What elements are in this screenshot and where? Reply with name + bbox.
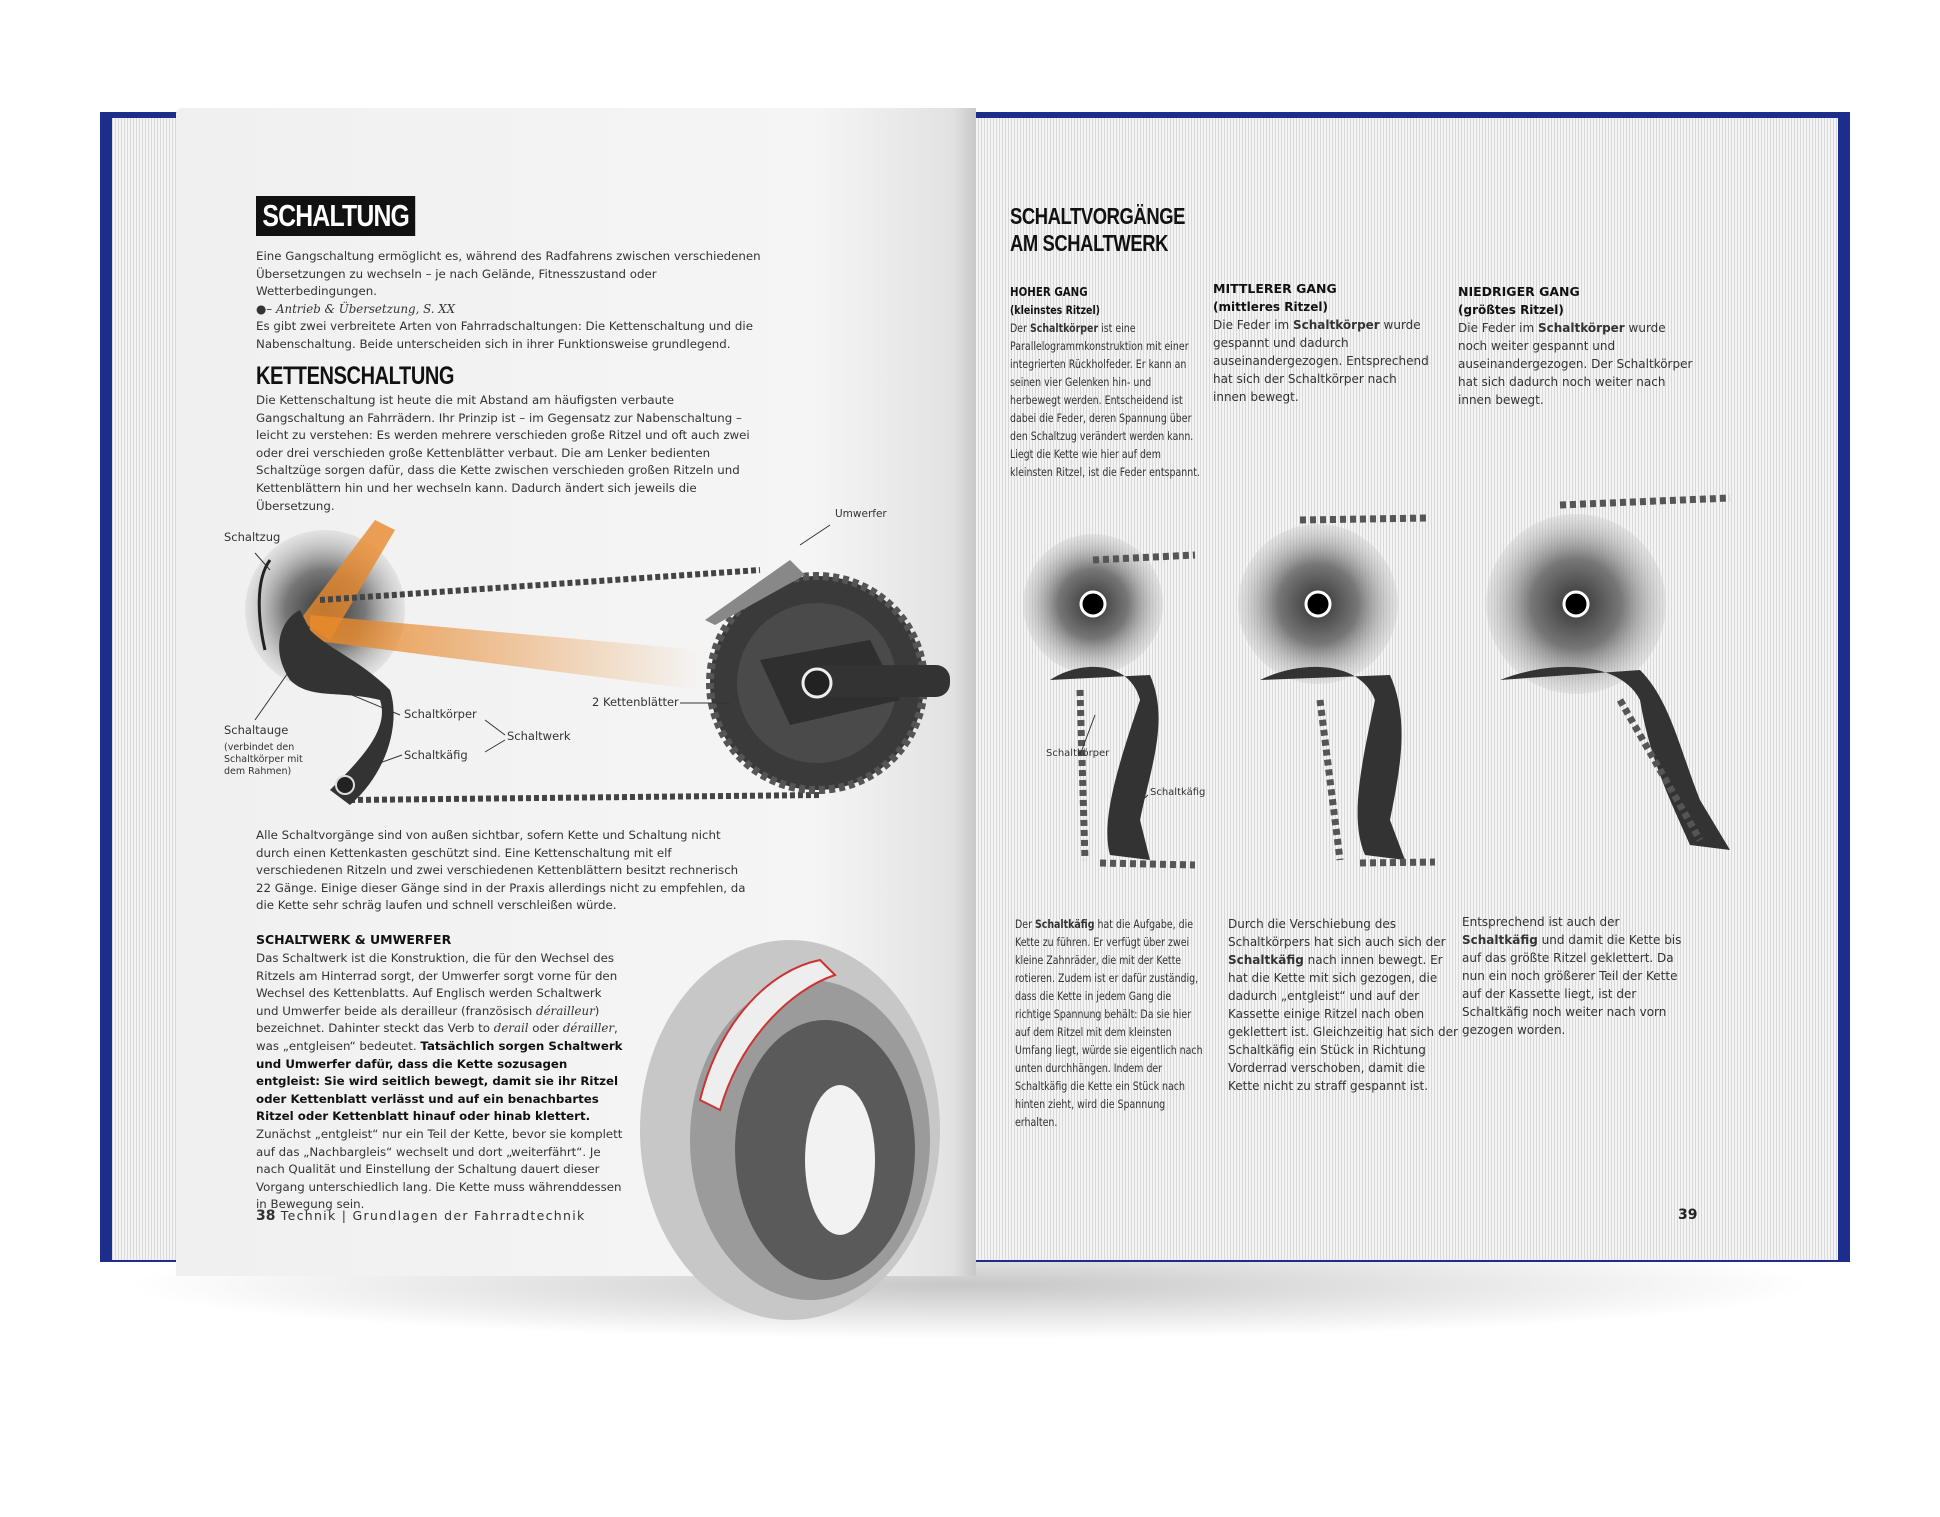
low-gear-diagram [1486, 494, 1731, 850]
intro-paragraph-2: Es gibt zwei verbreitete Arten von Fahrr… [256, 319, 753, 351]
column-high-gear: HOHER GANG(kleinstes Ritzel)Der Schaltkö… [1010, 284, 1200, 479]
label-umwerfer: Umwerfer [835, 508, 887, 520]
section-body: Die Kettenschaltung ist heute die mit Ab… [256, 393, 750, 513]
subsection-title: SCHALTWERK & UMWERFER [256, 932, 452, 947]
label-schaltauge: Schaltauge [224, 723, 289, 737]
cross-ref-icon: ●– [256, 301, 273, 316]
chain-top [319, 567, 761, 603]
page-edges-right [976, 118, 1838, 1260]
intro-text: Eine Gangschaltung ermöglicht es, währen… [256, 248, 766, 354]
page-title: SCHALTUNG [256, 196, 416, 236]
middle-gear-diagram [1238, 514, 1436, 867]
intro-paragraph: Eine Gangschaltung ermöglicht es, währen… [256, 249, 761, 299]
label-kettenblaetter: 2 Kettenblätter [592, 695, 679, 709]
subsection-body: Das Schaltwerk ist die Konstruktion, die… [256, 951, 623, 1212]
bottom-text-low-gear: Entsprechend ist auch der Schaltkäfig un… [1462, 915, 1682, 1037]
crank-arm [810, 665, 950, 697]
label-schaltauge-note: (verbindet den Schaltkörper mit dem Rahm… [224, 742, 303, 777]
label-schaltkaefig-right: Schaltkäfig [1150, 787, 1206, 798]
cross-ref[interactable]: Antrieb & Übersetzung, S. XX [275, 301, 456, 316]
label-schaltkoerper-right: Schaltkörper [1046, 748, 1110, 759]
cable [257, 559, 272, 651]
orange-beam [310, 615, 700, 690]
front-derailleur-icon [705, 560, 805, 625]
train-icon [698, 958, 837, 1112]
page-footer-left: 38 Technik | Grundlagen der Fahrradtechn… [256, 1208, 586, 1224]
bottom-text-middle-gear: Durch die Verschiebung des Schaltkörpers… [1228, 917, 1458, 1093]
column-middle-gear: MITTLERER GANG(mittleres Ritzel)Die Fede… [1213, 281, 1429, 404]
label-schaltkaefig: Schaltkäfig [404, 748, 468, 762]
chain-bottom [349, 792, 821, 803]
label-schaltkoerper: Schaltkörper [404, 707, 477, 721]
label-schaltzug: Schaltzug [224, 530, 281, 544]
label-schaltwerk: Schaltwerk [507, 729, 571, 743]
column-low-gear: NIEDRIGER GANG(größtes Ritzel)Die Feder … [1458, 284, 1693, 407]
high-gear-diagram [1023, 534, 1196, 869]
bottom-text-high-gear: Der Schaltkäfig hat die Aufgabe, die Ket… [1015, 917, 1203, 1129]
cassette-illustration [640, 940, 940, 1320]
page-number-right: 39 [1678, 1207, 1698, 1223]
paragraph-schaltvorgaenge: Alle Schaltvorgänge sind von außen sicht… [256, 828, 746, 913]
running-head: Technik | Grundlagen der Fahrradtechnik [280, 1208, 586, 1223]
rear-derailleur-icon [279, 610, 394, 805]
section-title: KETTENSCHALTUNG [256, 362, 455, 390]
page-number-left: 38 [256, 1208, 276, 1224]
